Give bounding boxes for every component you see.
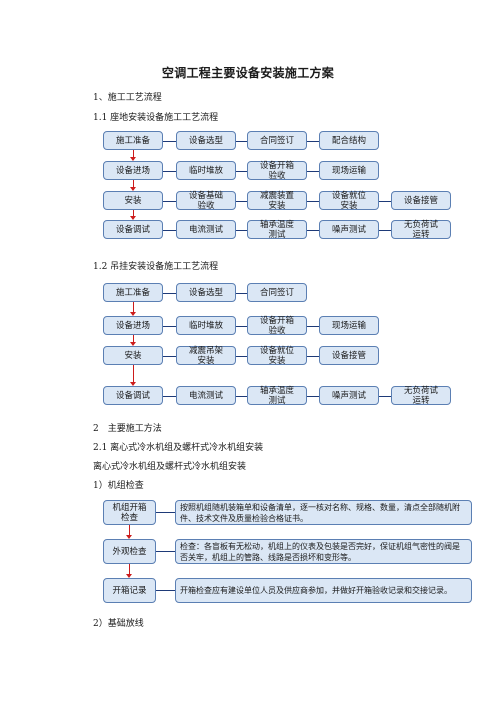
step-1-heading: 1）机组检查 (93, 481, 144, 491)
check-connector-1 (156, 512, 175, 513)
check-connector-3 (156, 590, 175, 591)
flow2-step-3-1: 安装 (103, 346, 163, 365)
flow1-connector-3-2 (236, 200, 247, 202)
step-2-heading: 2）基础放线 (93, 619, 144, 629)
page-title: 空调工程主要设备安装施工方案 (161, 66, 335, 80)
check-arrow-line-1 (129, 525, 130, 535)
flow2-arrow-head-1 (130, 312, 136, 316)
flow1-connector-4-4 (379, 229, 391, 231)
flow2-step-2-3: 设备开箱验收 (247, 316, 307, 336)
flow2-connector-4-4 (379, 395, 391, 397)
check-label-3: 开箱记录 (103, 578, 156, 603)
flow1-step-1-3: 合同签订 (247, 131, 307, 150)
flow1-step-2-4: 现场运输 (319, 161, 379, 180)
check-connector-2 (156, 551, 175, 552)
flow1-arrow-head-2 (130, 187, 136, 191)
section-1-1-heading: 1.1 座地安装设备施工工艺流程 (93, 113, 219, 123)
flow1-step-1-4: 配合结构 (319, 131, 379, 150)
flow2-step-3-3: 设备就位安装 (247, 346, 307, 366)
flow1-step-1-2: 设备选型 (176, 131, 236, 150)
check-text-1: 按照机组随机装箱单和设备清单，逐一核对名称、规格、数量，清点全部随机附件、技术文… (175, 500, 472, 525)
flow2-step-4-3: 轴承温度测试 (247, 386, 307, 406)
flow2-connector-2-1 (163, 325, 176, 327)
check-arrow-head-2 (126, 574, 132, 578)
flow2-step-4-4: 噪声测试 (319, 386, 379, 405)
check-arrow-head-1 (126, 535, 132, 539)
flow1-arrow-head-3 (130, 216, 136, 220)
flow1-connector-2-3 (307, 170, 319, 172)
flow2-step-4-5: 无负荷试运转 (391, 386, 451, 406)
flow1-step-4-5: 无负荷试运转 (391, 220, 451, 240)
flow2-connector-4-3 (307, 395, 319, 397)
flow1-connector-4-2 (236, 229, 247, 231)
flow2-connector-2-2 (236, 325, 247, 327)
flow1-step-4-4: 噪声测试 (319, 220, 379, 239)
section-2-1-heading: 2.1 离心式冷水机组及螺杆式冷水机组安装 (93, 443, 264, 453)
flow1-step-1-1: 施工准备 (103, 131, 163, 150)
flow1-step-4-2: 电流测试 (176, 220, 236, 239)
flow2-arrow-line-2 (133, 335, 134, 342)
flow1-arrow-line-1 (133, 150, 134, 157)
flow2-connector-1-2 (236, 292, 247, 294)
flow2-step-2-4: 现场运输 (319, 316, 379, 335)
flow1-step-2-3: 设备开箱验收 (247, 161, 307, 181)
flow2-step-4-1: 设备调试 (103, 386, 163, 405)
flow2-step-1-3: 合同签订 (247, 283, 307, 302)
flow1-step-3-4: 设备就位安装 (319, 191, 379, 211)
flow1-step-2-1: 设备进场 (103, 161, 163, 180)
flow2-arrow-head-3 (130, 382, 136, 386)
flow1-connector-3-1 (163, 200, 176, 202)
flow2-connector-2-3 (307, 325, 319, 327)
flow1-connector-1-1 (163, 140, 176, 142)
section-2-1-subtitle: 离心式冷水机组及螺杆式冷水机组安装 (93, 462, 247, 472)
flow1-connector-3-4 (379, 200, 391, 202)
flow1-arrow-line-3 (133, 210, 134, 216)
flow2-step-2-1: 设备进场 (103, 316, 163, 335)
flow1-connector-4-1 (163, 229, 176, 231)
check-text-3: 开箱检查应有建设单位人员及供应商参加，并做好开箱验收记录和交接记录。 (175, 578, 472, 603)
flow2-arrow-line-3 (133, 365, 134, 382)
flow1-step-4-3: 轴承温度测试 (247, 220, 307, 240)
flow1-connector-1-3 (307, 140, 319, 142)
flow1-step-3-1: 安装 (103, 191, 163, 210)
flow1-step-4-1: 设备调试 (103, 220, 163, 239)
flow2-connector-3-1 (163, 355, 176, 357)
check-label-2: 外观检查 (103, 539, 156, 564)
flow2-connector-1-1 (163, 292, 176, 294)
section-1-2-heading: 1.2 吊挂安装设备施工工艺流程 (93, 262, 219, 272)
flow1-connector-2-1 (163, 170, 176, 172)
flow1-step-3-5: 设备接管 (391, 191, 451, 210)
flow1-step-3-2: 设备基础验收 (176, 191, 236, 211)
flow1-connector-2-2 (236, 170, 247, 172)
flow1-step-2-2: 临时堆放 (176, 161, 236, 180)
flow2-step-1-2: 设备选型 (176, 283, 236, 302)
flow2-step-3-2: 减震吊架安装 (176, 346, 236, 366)
flow1-connector-4-3 (307, 229, 319, 231)
flow2-connector-4-2 (236, 395, 247, 397)
flow2-step-1-1: 施工准备 (103, 283, 163, 302)
flow2-step-2-2: 临时堆放 (176, 316, 236, 335)
flow1-arrow-line-2 (133, 180, 134, 187)
flow2-step-4-2: 电流测试 (176, 386, 236, 405)
flow2-connector-3-3 (307, 355, 319, 357)
flow1-arrow-head-1 (130, 157, 136, 161)
flow2-connector-3-2 (236, 355, 247, 357)
section-2-heading: 2 主要施工方法 (93, 424, 162, 434)
check-text-2: 检查：各盲板有无松动，机组上的仪表及包装是否完好，保证机组气密性的阀是否关牢，机… (175, 539, 472, 564)
flow2-step-3-4: 设备接管 (319, 346, 379, 365)
flow2-connector-4-1 (163, 395, 176, 397)
flow1-step-3-3: 减震装置安装 (247, 191, 307, 211)
section-1-heading: 1、施工工艺流程 (93, 93, 162, 103)
flow1-connector-3-3 (307, 200, 319, 202)
flow1-connector-1-2 (236, 140, 247, 142)
check-arrow-line-2 (129, 564, 130, 574)
flow2-arrow-line-1 (133, 302, 134, 312)
flow2-arrow-head-2 (130, 342, 136, 346)
check-label-1: 机组开箱检查 (103, 500, 156, 525)
